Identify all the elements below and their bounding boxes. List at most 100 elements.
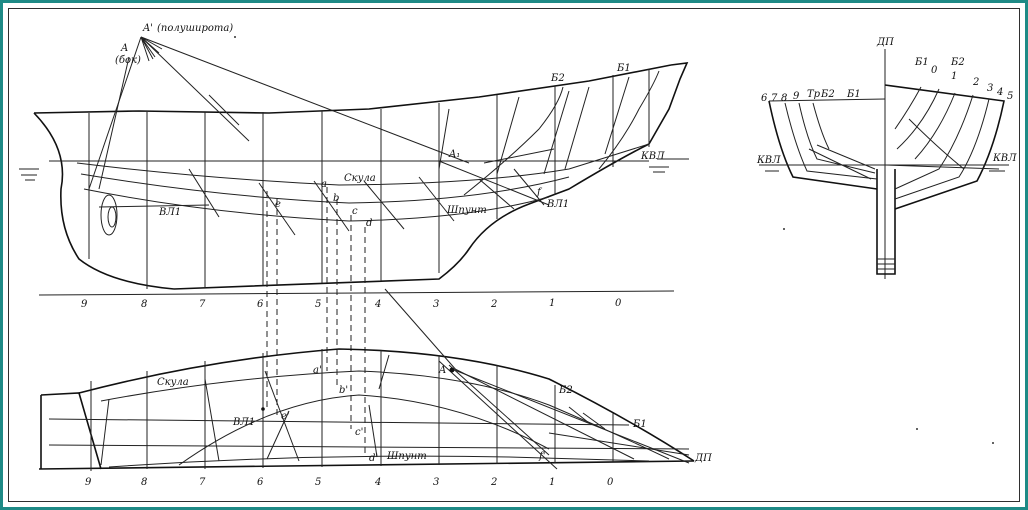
svg-text:2: 2 <box>490 299 497 310</box>
svg-text:1: 1 <box>951 71 957 82</box>
keel-post <box>876 169 896 275</box>
plan-station-numbers: 9 8 7 6 5 4 3 2 1 0 <box>85 477 614 488</box>
load-waterline <box>19 158 689 170</box>
point-a-prime-note: (полуширота) <box>157 23 233 34</box>
profile-view: A' (полуширота) A (бок) Скула Шпунт КВЛ … <box>19 23 689 310</box>
point-b-small: b <box>333 193 339 204</box>
svg-text:3: 3 <box>987 83 993 94</box>
bow-profile <box>33 112 175 290</box>
profile-diagonals <box>98 76 630 236</box>
svg-text:5: 5 <box>315 299 321 310</box>
plan-point-a: A <box>438 365 446 376</box>
profile-station-numbers: 9 8 7 6 5 4 3 2 1 0 <box>81 298 622 310</box>
svg-text:7: 7 <box>199 477 206 488</box>
buttock-b1-label: Б1 <box>616 63 631 74</box>
water-ticks-right <box>649 166 669 173</box>
body-kvl-right: КВЛ <box>992 153 1017 164</box>
chine-line-lower <box>80 173 570 204</box>
rabbet-line <box>83 188 550 222</box>
svg-text:5: 5 <box>1007 91 1013 102</box>
section-right-inner <box>894 98 990 200</box>
svg-text:0: 0 <box>615 298 622 309</box>
plan-diagonals <box>100 288 690 470</box>
body-left-labels: 6 7 8 9 Тр Б2 Б1 <box>761 89 861 104</box>
section-right-outer <box>884 84 1005 210</box>
svg-text:7: 7 <box>771 93 778 104</box>
plan-point-e-small: e' <box>281 411 290 422</box>
plan-station-lines <box>90 349 614 471</box>
plan-deck-edge <box>78 348 695 462</box>
point-e-small: e <box>275 199 281 210</box>
svg-text:4: 4 <box>374 477 381 488</box>
sheer-line <box>33 64 672 114</box>
stern-transom <box>648 62 689 145</box>
svg-text:8: 8 <box>781 93 787 104</box>
chine-label: Скула <box>344 173 376 184</box>
plan-point-a-dot <box>449 367 455 373</box>
svg-text:Тр: Тр <box>807 89 821 100</box>
plan-centerline <box>38 460 695 470</box>
plan-point-b-small: b' <box>339 385 348 396</box>
projection-lines <box>88 36 555 206</box>
point-a-prime: A' <box>142 23 153 34</box>
profile-baseline <box>38 290 675 296</box>
body-kvl-left: КВЛ <box>756 155 781 166</box>
section-left-inner <box>784 102 878 180</box>
svg-text:6: 6 <box>761 93 768 104</box>
rudder-inner <box>107 206 117 228</box>
plan-dp-label: ДП <box>694 453 712 464</box>
svg-text:8: 8 <box>141 477 147 488</box>
svg-text:9: 9 <box>85 477 92 488</box>
waterline-label-left: ВЛ1 <box>158 207 181 218</box>
plan-chine-label: Скула <box>157 377 189 388</box>
chine-line <box>76 143 650 186</box>
buttock-b2-label: Б2 <box>550 73 565 84</box>
svg-text:3: 3 <box>433 477 439 488</box>
plan-view: Скула ВЛ1 Шпунт ДП Б2 Б1 A a' b' c' d' e… <box>38 288 712 488</box>
drawing-sheet: A' (полуширота) A (бок) Скула Шпунт КВЛ … <box>8 8 1020 502</box>
svg-text:1: 1 <box>549 298 555 309</box>
plan-point-c-small: c' <box>355 427 363 438</box>
point-c-small: c <box>352 206 358 217</box>
svg-text:0: 0 <box>607 477 614 488</box>
point-f-small: f <box>536 187 543 198</box>
svg-text:5: 5 <box>315 477 321 488</box>
water-ticks-left <box>21 174 37 181</box>
body-right-labels: Б1 0 Б2 1 2 3 4 5 <box>914 57 1013 102</box>
svg-text:4: 4 <box>996 87 1003 98</box>
svg-text:6: 6 <box>257 299 264 310</box>
stray-marks <box>234 36 994 444</box>
svg-text:9: 9 <box>793 91 800 102</box>
plan-point-a-small: a' <box>313 365 322 376</box>
svg-text:3: 3 <box>433 299 439 310</box>
plan-waterline-label: ВЛ1 <box>232 417 255 428</box>
buttock-b2 <box>463 86 564 196</box>
plan-point-d-small: d' <box>369 453 378 464</box>
rudder-shape <box>100 194 118 236</box>
svg-text:0: 0 <box>931 65 938 76</box>
point-a1: A₁ <box>448 149 460 160</box>
svg-text:Б1: Б1 <box>846 89 861 100</box>
svg-text:1: 1 <box>549 477 555 488</box>
point-a-small: a <box>321 179 327 190</box>
keel-line <box>173 143 650 290</box>
svg-text:8: 8 <box>141 299 147 310</box>
profile-station-lines <box>88 69 650 289</box>
plan-transom <box>40 392 102 470</box>
buttock-b1 <box>598 70 660 170</box>
point-a-note: (бок) <box>115 55 141 66</box>
plan-point-e-dot <box>261 407 265 411</box>
svg-text:9: 9 <box>81 299 88 310</box>
plan-point-f-small: f' <box>538 451 545 462</box>
svg-text:6: 6 <box>257 477 264 488</box>
svg-text:Б1: Б1 <box>914 57 929 68</box>
svg-text:7: 7 <box>199 299 206 310</box>
svg-text:2: 2 <box>490 477 497 488</box>
plan-b1-label: Б1 <box>632 419 647 430</box>
body-dp-label: ДП <box>876 37 894 48</box>
plan-b2-label: Б2 <box>558 385 573 396</box>
point-a: A <box>120 43 128 54</box>
plan-rabbet <box>108 455 650 468</box>
kvl-label: КВЛ <box>640 151 665 162</box>
